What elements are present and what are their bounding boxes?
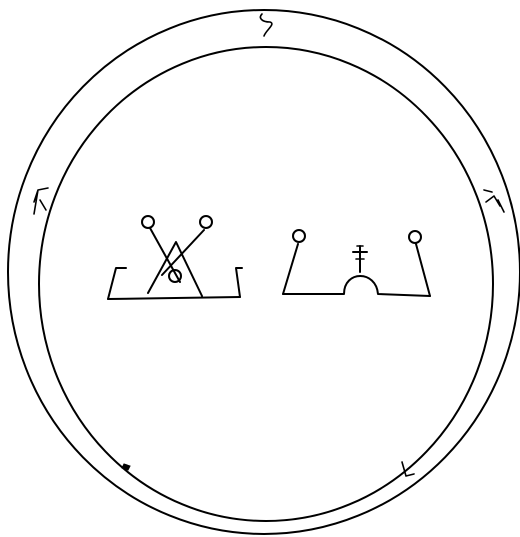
right-figure-loop-right: [409, 231, 421, 243]
left-figure: [108, 216, 242, 299]
left-figure-loop-right: [200, 216, 212, 228]
left-figure-loop-left: [142, 216, 154, 228]
left-glyph: [34, 188, 48, 214]
inner-ring: [39, 47, 493, 521]
right-figure: [283, 230, 430, 296]
right-glyph: [484, 190, 504, 212]
top-glyph: [260, 14, 271, 36]
right-figure-loop-left: [293, 230, 305, 242]
outer-ring: [8, 10, 520, 534]
